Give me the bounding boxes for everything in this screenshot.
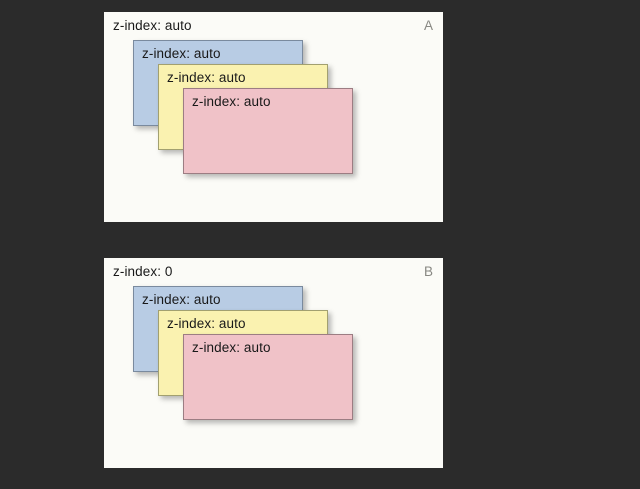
panel-a-box-pink-label: z-index: auto [192,94,271,109]
panel-a-box-pink: z-index: auto [183,88,353,174]
panel-b-box-pink: z-index: auto [183,334,353,420]
panel-b-letter: B [423,264,433,279]
panel-a-letter: A [423,18,433,33]
panel-b-box-yellow-label: z-index: auto [167,316,246,331]
panel-a-box-yellow-label: z-index: auto [167,70,246,85]
stacking-context-panel-a: z-index: auto A z-index: auto z-index: a… [104,12,443,222]
stacking-context-panel-b: z-index: 0 B z-index: auto z-index: auto… [104,258,443,468]
panel-b-zindex-label: z-index: 0 [113,264,173,279]
panel-b-box-blue-label: z-index: auto [142,292,221,307]
panel-b-box-pink-label: z-index: auto [192,340,271,355]
panel-a-zindex-label: z-index: auto [113,18,192,33]
panel-a-box-blue-label: z-index: auto [142,46,221,61]
